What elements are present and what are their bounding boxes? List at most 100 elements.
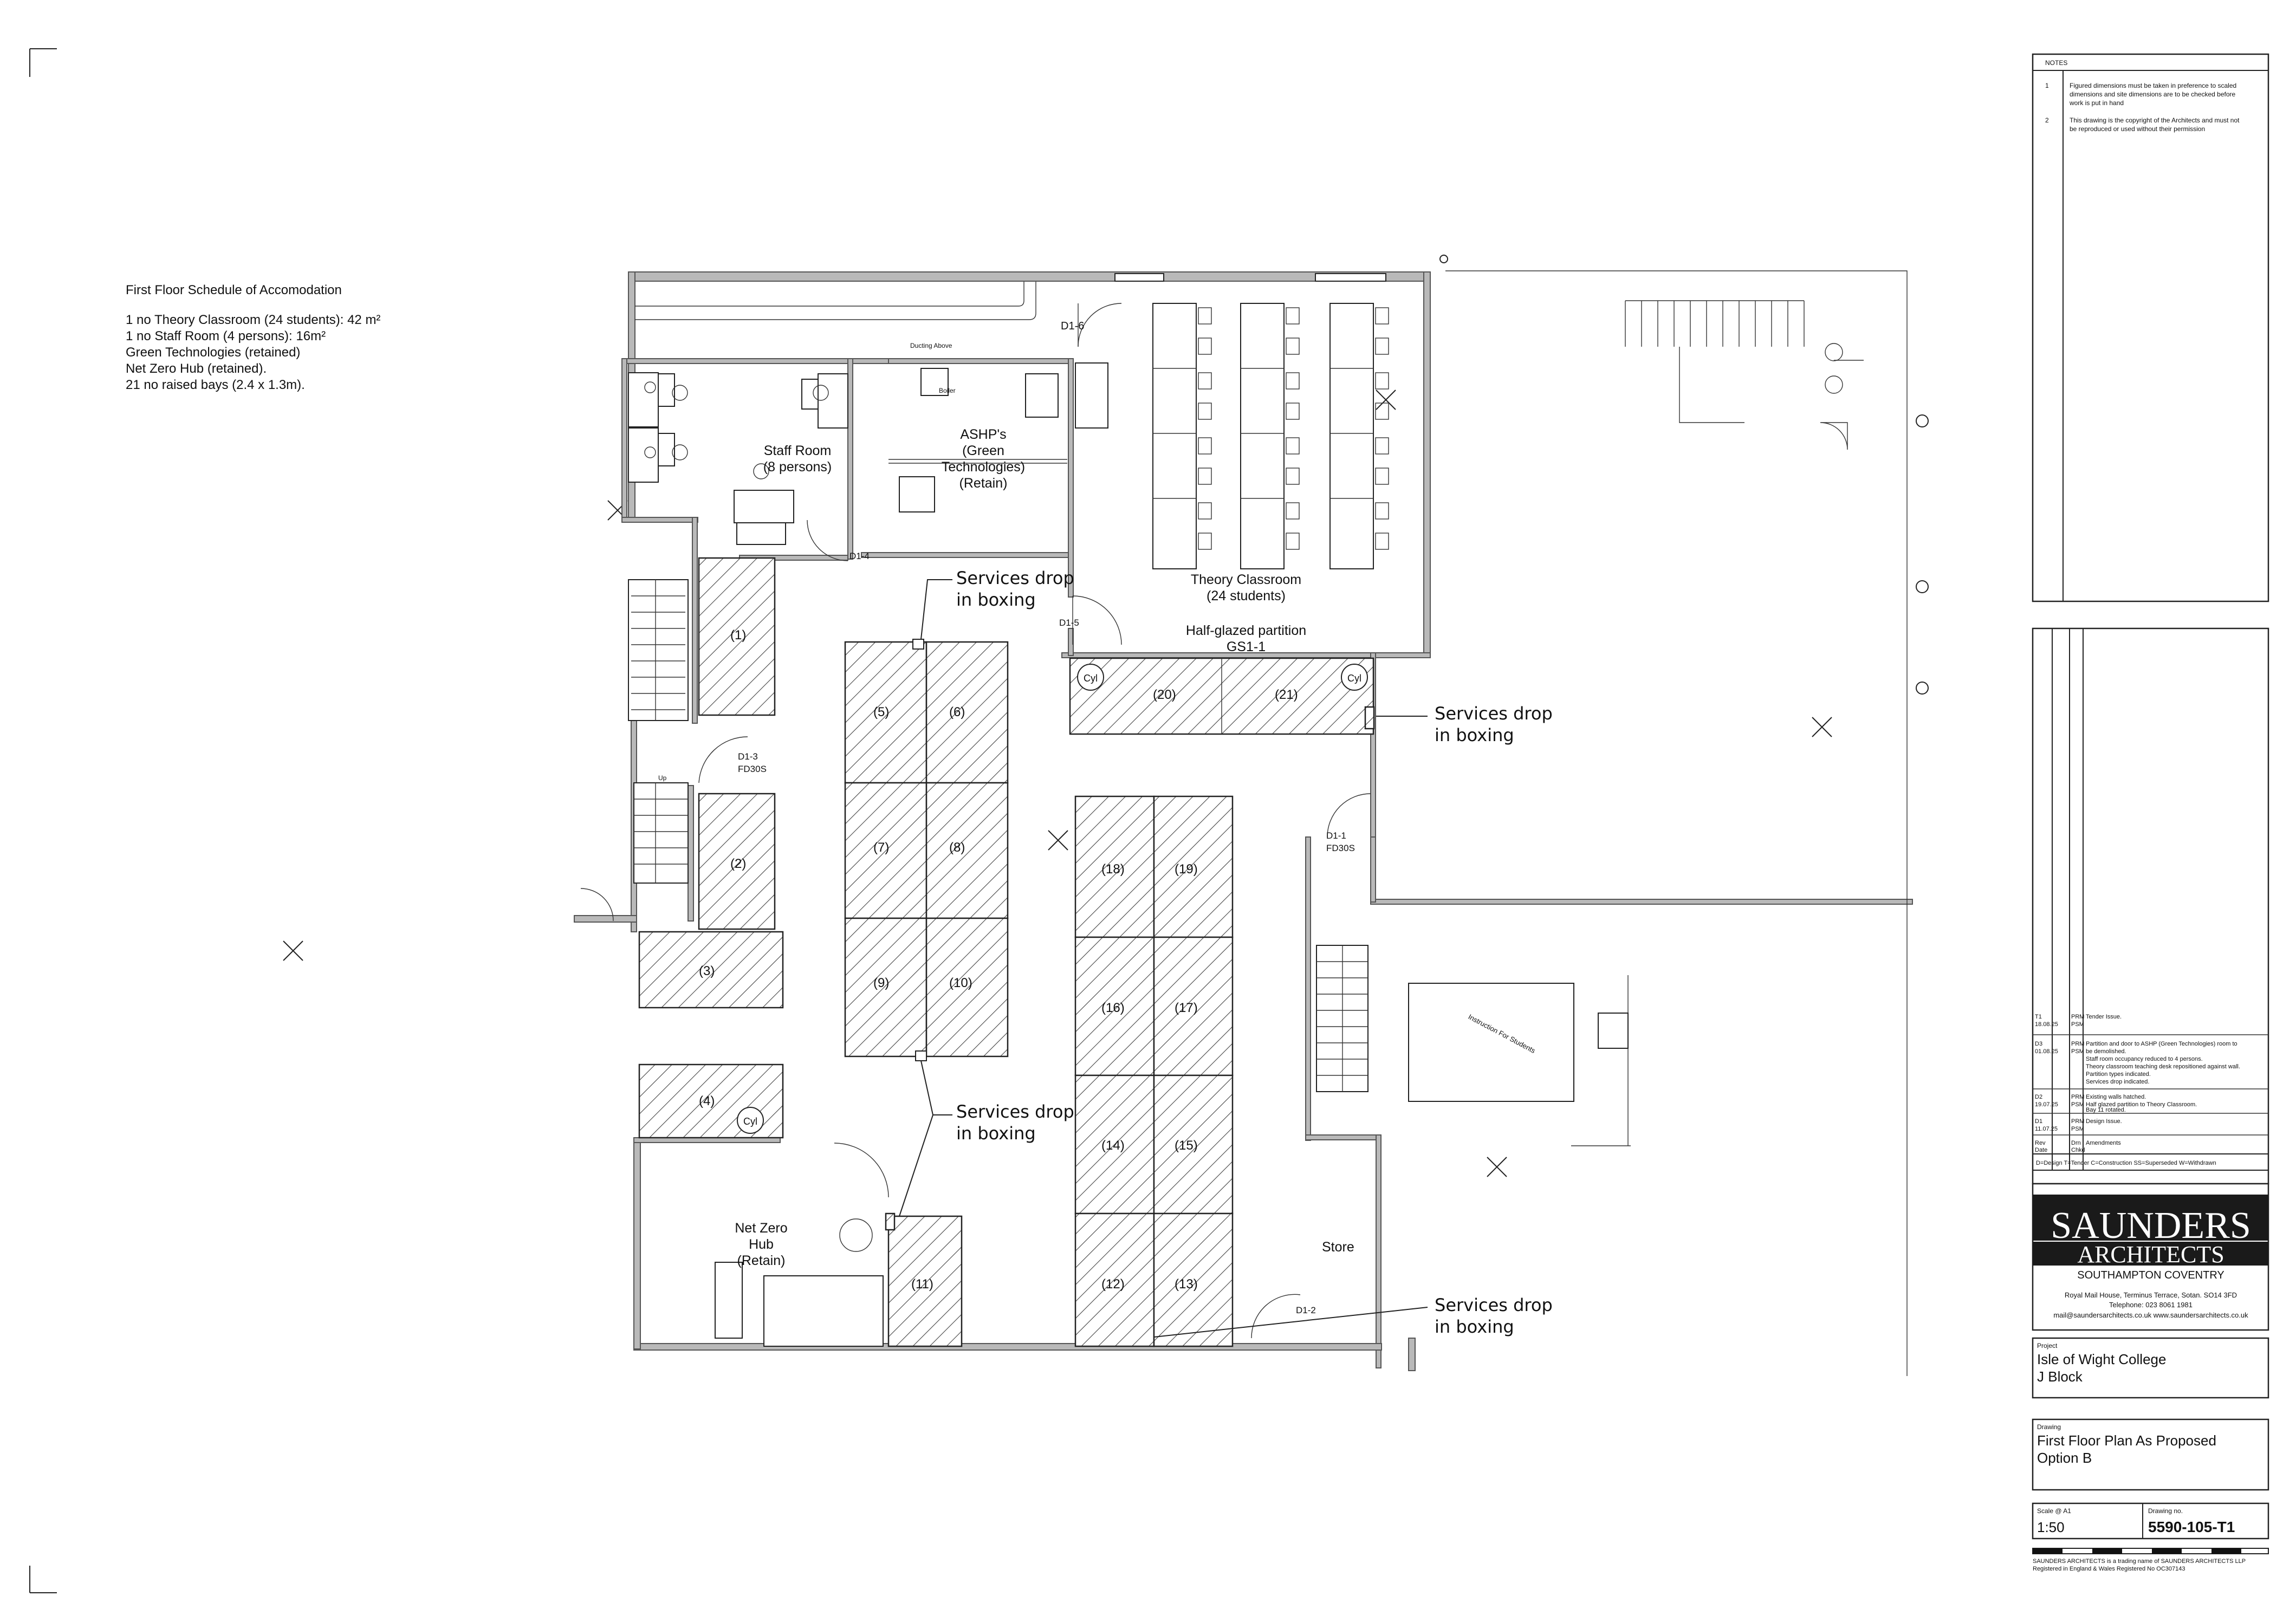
firm-logo-band — [2033, 1195, 2268, 1241]
bay-number: (3) — [699, 964, 715, 978]
note-text: be reproduced or used without their perm… — [2070, 125, 2205, 133]
bay-number: (11) — [911, 1277, 933, 1292]
schedule-line: 1 no Staff Room (4 persons): 16m² — [126, 329, 326, 343]
bay-number: (10) — [949, 976, 972, 990]
bay-number: (13) — [1175, 1277, 1198, 1292]
firm-contact: mail@saundersarchitects.co.uk www.saunde… — [2053, 1311, 2248, 1319]
services-note: Services drop — [956, 568, 1074, 588]
ashp-east-wall — [1068, 358, 1074, 598]
scale-value: 1:50 — [2037, 1519, 2065, 1535]
rev-drawn: PRM — [2071, 1014, 2084, 1020]
staff-ashp-partition — [847, 358, 853, 560]
bay-number: (17) — [1175, 1001, 1198, 1015]
bay-1 — [698, 557, 776, 716]
rev-header: Rev — [2035, 1140, 2046, 1146]
staff-room-furniture — [628, 372, 848, 545]
cyl-label: Cyl — [743, 1116, 757, 1127]
note-text: This drawing is the copyright of the Arc… — [2070, 116, 2240, 124]
floor-plan: Ducting Above D1-6 Staff Room (8 persons… — [574, 270, 1913, 1376]
net-zero-north-wall — [633, 1137, 781, 1143]
rev-checked: PSM — [2071, 1101, 2084, 1108]
firm-name: SAUNDERS — [2051, 1205, 2251, 1247]
bay-number: (5) — [873, 705, 889, 719]
rev-code: D2 — [2035, 1094, 2042, 1100]
rev-checked: PSM — [2071, 1048, 2084, 1055]
rev-drawn: PRM — [2071, 1118, 2084, 1125]
cylinder-symbol — [1077, 664, 1104, 691]
door-d1-3-rating: FD30S — [738, 764, 767, 774]
door-swing — [698, 736, 748, 783]
store-label: Store — [1322, 1240, 1354, 1255]
door-swing — [1078, 303, 1122, 347]
rev-text: Staff room occupancy reduced to 4 person… — [2086, 1056, 2203, 1062]
revisions-panel — [2032, 627, 2269, 1185]
ashp-label: (Retain) — [959, 476, 1008, 491]
corridor-west-wall — [692, 517, 698, 724]
schedule-title: First Floor Schedule of Accomodation — [126, 283, 342, 297]
rev-text: be demolished. — [2086, 1048, 2126, 1055]
bay-number: (6) — [949, 705, 965, 719]
rev-text: Bay 11 rotated. — [2086, 1107, 2126, 1113]
drawing-label: Drawing — [2037, 1423, 2061, 1431]
bay-number: (7) — [873, 840, 889, 855]
note-text: dimensions and site dimensions are to be… — [2070, 90, 2236, 98]
title-block: NOTES 1 Figured dimensions must be taken… — [2032, 53, 2269, 1572]
bay-number: (15) — [1175, 1138, 1198, 1153]
bay-number: (9) — [873, 976, 889, 990]
footer-line: SAUNDERS ARCHITECTS is a trading name of… — [2033, 1558, 2246, 1565]
stair-east-wall-west — [1305, 836, 1311, 1141]
ducting-line — [635, 282, 1036, 320]
north-east-staircase — [1625, 300, 1864, 450]
door-swing — [807, 520, 848, 561]
instruction-panel — [1408, 983, 1574, 1102]
staff-room-label: Staff Room — [764, 443, 832, 458]
project-name: Isle of Wight College — [2037, 1351, 2166, 1367]
rev-text: Partition and door to ASHP (Green Techno… — [2086, 1041, 2237, 1047]
drawing-subtitle: Option B — [2037, 1450, 2092, 1466]
window — [1315, 273, 1386, 282]
project-subname: J Block — [2037, 1368, 2083, 1385]
bay-number: (1) — [730, 628, 746, 643]
services-boxing — [885, 1212, 896, 1231]
note-number: 2 — [2045, 116, 2049, 124]
rev-checked: PSM — [2071, 1126, 2084, 1132]
door-d1-1-label: D1-1 — [1326, 831, 1346, 841]
ashp-label: Technologies) — [942, 459, 1025, 475]
project-panel — [2032, 1337, 2269, 1399]
rev-date: 01.08.25 — [2035, 1048, 2058, 1055]
ashp-label: (Green — [962, 443, 1004, 458]
entry-wall — [574, 915, 637, 923]
bay-number: (12) — [1101, 1277, 1125, 1292]
door-d1-5-label: D1-5 — [1059, 618, 1079, 628]
scale-label: Scale @ A1 — [2037, 1507, 2071, 1515]
rev-drawn: PRM — [2071, 1094, 2084, 1100]
firm-sub-name: ARCHITECTS — [2077, 1241, 2224, 1268]
cylinder-symbol — [1341, 664, 1368, 691]
ashp-south-wall — [861, 552, 1069, 558]
store-north-wall — [1305, 1134, 1381, 1140]
services-note: Services drop — [1435, 1295, 1553, 1315]
schedule-line: 21 no raised bays (2.4 x 1.3m). — [126, 378, 305, 392]
net-zero-west-wall — [633, 1137, 641, 1349]
staff-room-occupancy: (8 persons) — [763, 459, 832, 475]
cyl-label: Cyl — [1347, 673, 1361, 684]
bay-number: (4) — [699, 1094, 715, 1108]
partition-label: Half-glazed partition — [1186, 623, 1306, 638]
rev-drawn: PRM — [2071, 1041, 2084, 1047]
theory-classroom-label: Theory Classroom — [1191, 572, 1301, 587]
door-d1-6-label: D1-6 — [1061, 320, 1084, 332]
firm-logo-band — [2033, 1242, 2268, 1266]
status-key: D=Design T=Tender C=Construction SS=Supe… — [2036, 1160, 2216, 1166]
scale-bar — [2032, 1548, 2269, 1554]
bay-number: (2) — [730, 857, 746, 871]
services-note: Services drop — [956, 1101, 1074, 1122]
rev-text: Existing walls hatched. — [2086, 1094, 2146, 1100]
leader-line — [899, 1060, 952, 1217]
wall-segment — [1370, 836, 1376, 903]
schedule-line: Green Technologies (retained) — [126, 345, 300, 360]
rev-text: Design Issue. — [2086, 1118, 2122, 1125]
equipment-box — [1598, 1013, 1629, 1049]
project-label: Project — [2037, 1342, 2058, 1349]
bay-2 — [698, 793, 776, 930]
